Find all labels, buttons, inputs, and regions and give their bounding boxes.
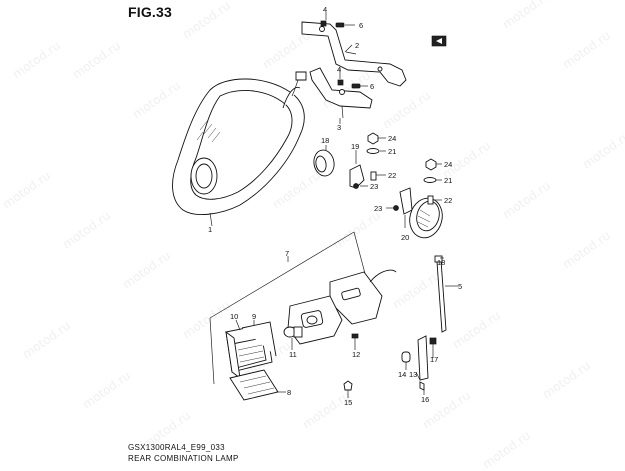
callout-11: 11	[289, 350, 297, 359]
callout-20: 20	[401, 233, 409, 242]
callout-9: 9	[252, 312, 256, 321]
callout-6a: 6	[359, 21, 363, 30]
callout-7: 7	[285, 249, 289, 258]
callout-18b: 18	[437, 258, 445, 267]
license-lamp-housing	[287, 269, 397, 345]
leader-lines	[235, 12, 458, 398]
turn-signal-right	[393, 158, 443, 239]
figure-name: REAR COMBINATION LAMP	[128, 454, 239, 463]
callout-24b: 24	[444, 160, 452, 169]
callout-3: 3	[337, 123, 341, 132]
upper-bracket	[301, 21, 407, 87]
callout-labels: 1 2 3 4 4 5 6 6 7 8 9 10 11 12 13 14 15 …	[208, 5, 462, 407]
figure-title: FIG.33	[128, 4, 172, 20]
callout-5: 5	[458, 282, 462, 291]
fastener-cluster-a	[366, 132, 380, 181]
callout-8: 8	[287, 388, 291, 397]
callout-21b: 21	[444, 176, 452, 185]
callout-21a: 21	[388, 147, 396, 156]
screws-lower	[343, 333, 359, 391]
callout-18a: 18	[321, 136, 329, 145]
figure-code: GSX1300RAL4_E99_033	[128, 443, 225, 452]
callout-12: 12	[352, 350, 360, 359]
clamp-and-bolts	[401, 335, 437, 391]
callout-1: 1	[208, 225, 212, 234]
callout-4a: 4	[323, 5, 327, 14]
callout-2: 2	[355, 41, 359, 50]
callout-22a: 22	[388, 171, 396, 180]
callout-24a: 24	[388, 134, 396, 143]
lower-bracket	[309, 67, 373, 119]
callout-23b: 23	[374, 204, 382, 213]
lens-and-gasket	[225, 321, 277, 380]
bulb	[283, 326, 303, 345]
screw-hardware-top	[320, 20, 361, 89]
turn-signal-left	[313, 149, 365, 189]
callout-16: 16	[421, 395, 429, 404]
callout-4b: 4	[337, 65, 341, 74]
callout-14: 14	[398, 370, 406, 379]
callout-22b: 22	[444, 196, 452, 205]
callout-15: 15	[344, 398, 352, 407]
callout-19: 19	[351, 142, 359, 151]
callout-13: 13	[409, 370, 417, 379]
callout-10: 10	[230, 312, 238, 321]
front-arrow-icon	[431, 35, 447, 47]
callout-23a: 23	[370, 182, 378, 191]
cable-tie	[434, 255, 452, 333]
callout-6b: 6	[370, 82, 374, 91]
tail-lamp-housing	[172, 71, 307, 227]
callout-17: 17	[430, 355, 438, 364]
